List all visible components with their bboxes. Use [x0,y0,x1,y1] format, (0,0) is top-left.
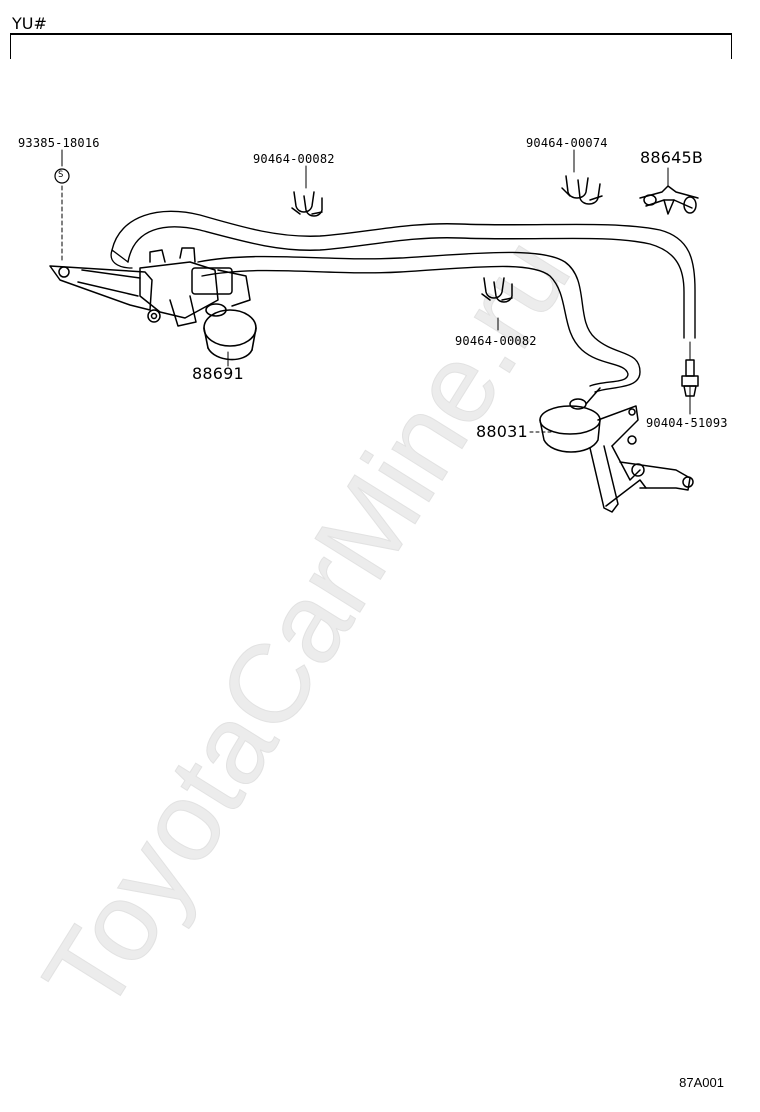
hose-clip-b [561,175,603,205]
leader-lines [61,149,691,433]
s-mark [54,168,70,184]
vsv-bracket [49,265,153,311]
part-label-88031: 88031 [476,422,528,441]
vsv-assembly [139,247,251,327]
vacuum-hose-long [111,210,696,339]
illustration-code: 87A001 [679,1075,724,1090]
vacuum-hose-short [197,251,641,393]
part-label-90464-00074: 90464-00074 [526,136,608,150]
part-label-88645B: 88645B [640,148,704,167]
vsv-filter [203,303,257,361]
part-label-88691: 88691 [192,364,244,383]
part-label-90464-00082-a: 90464-00082 [253,152,335,166]
diaphragm-actuator [539,387,694,513]
diagram-header-frame [10,33,732,59]
part-label-90464-00082-b: 90464-00082 [455,334,537,348]
s-mark-label: S [58,170,64,180]
hose-clip-c [481,277,513,303]
vsv-hose-stub [110,249,133,269]
hose-clip-a [291,191,323,217]
vacuum-fitting [681,359,699,397]
part-label-90404-51093: 90404-51093 [646,416,728,430]
hose-connector [639,185,699,215]
part-label-93385-18016: 93385-18016 [18,136,100,150]
diagram-group-code: YU# [12,14,47,33]
